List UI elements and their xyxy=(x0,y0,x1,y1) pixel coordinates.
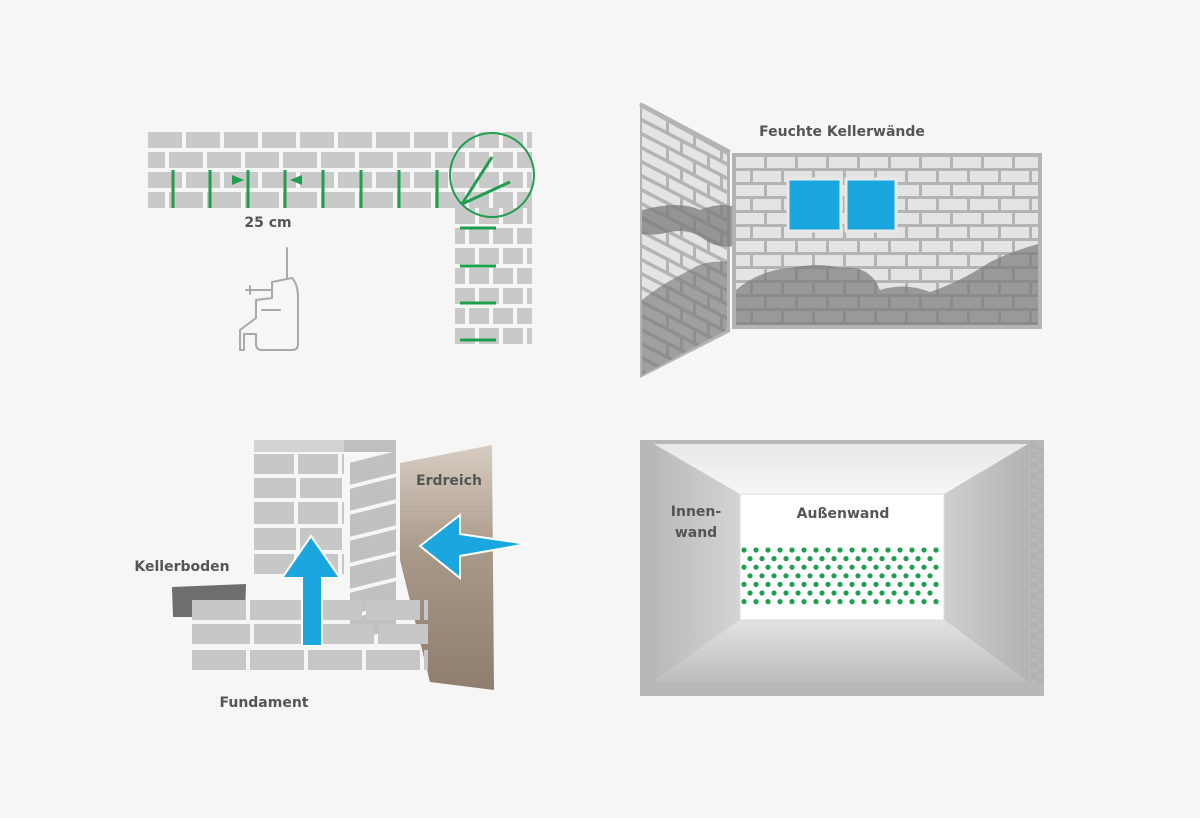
outer-wall-brick-edge xyxy=(1030,442,1043,684)
damp-walls-label: Feuchte Kellerwände xyxy=(759,124,925,140)
inner-wall-left xyxy=(654,444,740,682)
spacing-arrows xyxy=(232,175,302,185)
foundation-label: Fundament xyxy=(219,695,308,711)
inner-wall-right xyxy=(944,444,1028,682)
room-floor xyxy=(654,620,1028,682)
outer-wall-label: Außenwand xyxy=(797,506,890,522)
inner-wall-label-line1: Innen- xyxy=(671,504,722,520)
brick-wall-corner xyxy=(148,132,532,344)
corner-magnifier xyxy=(449,132,535,218)
window-left xyxy=(786,177,843,233)
moisture-dots xyxy=(741,547,939,605)
arrow-up-icon xyxy=(280,534,342,647)
panel-drilling-pattern: 25 cm xyxy=(148,132,535,351)
back-wall xyxy=(732,153,1042,329)
soil-label: Erdreich xyxy=(416,473,482,489)
panel-room-interior: Innen- wand Außenwand xyxy=(640,440,1044,696)
panel-damp-basement: Feuchte Kellerwände xyxy=(639,102,1042,378)
drill-spacing-label: 25 cm xyxy=(244,215,291,231)
arrow-left-icon xyxy=(418,512,528,581)
drill-icon xyxy=(239,247,299,351)
room-ceiling xyxy=(654,444,1028,494)
basement-floor-label: Kellerboden xyxy=(134,559,229,575)
inner-wall-label-line2: wand xyxy=(675,525,717,541)
window-right xyxy=(844,177,898,233)
drill-hole-markers xyxy=(171,170,496,342)
panel-moisture-sources: Erdreich Kellerboden Fundament xyxy=(134,440,528,711)
foundation-bricks xyxy=(192,440,428,670)
